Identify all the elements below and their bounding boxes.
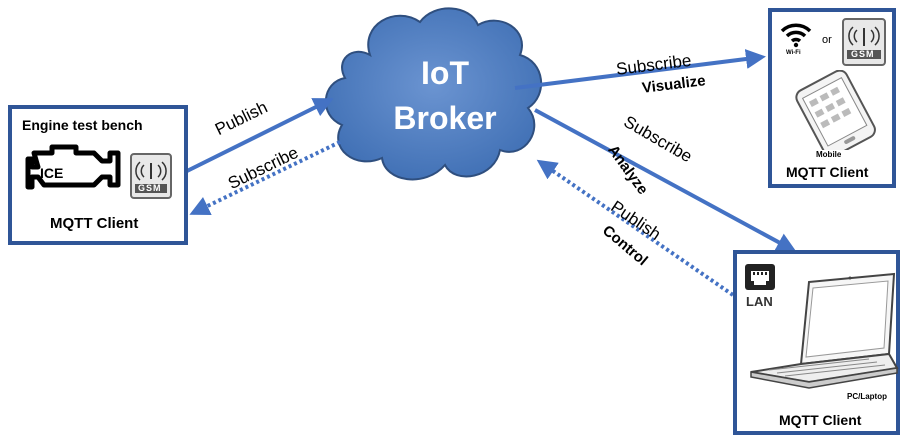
engine-client-box: Engine test bench ICE GSM MQTT Client xyxy=(8,105,188,245)
broker-title-line1: IoT xyxy=(421,55,469,91)
engine-title: Engine test bench xyxy=(22,117,143,133)
engine-icon xyxy=(25,144,121,190)
laptop-device-label: PC/Laptop xyxy=(847,392,887,401)
engine-publish-arrow xyxy=(184,98,334,174)
mobile-or-label: or xyxy=(822,34,832,46)
mobile-gsm-icon: GSM xyxy=(842,18,886,66)
laptop-client-label: MQTT Client xyxy=(779,412,862,428)
mobile-phone-icon xyxy=(795,70,876,150)
wifi-icon xyxy=(780,23,812,48)
engine-ice-label: ICE xyxy=(40,165,64,181)
laptop-subscribe-arrow xyxy=(534,108,797,252)
engine-gsm-icon: GSM xyxy=(130,153,172,199)
engine-client-label: MQTT Client xyxy=(50,215,139,232)
mobile-subscribe-arrow xyxy=(514,49,766,90)
mobile-device-label: Mobile xyxy=(816,150,842,159)
broker-cloud xyxy=(324,7,543,181)
wifi-label: Wi-Fi xyxy=(786,50,801,56)
lan-label: LAN xyxy=(746,294,773,309)
broker-title-line2: Broker xyxy=(393,100,497,136)
lan-icon xyxy=(745,264,775,290)
mobile-client-box: Wi-Fi or GSM Mobile xyxy=(768,8,896,188)
laptop-client-box: LAN PC/Laptop MQTT Client xyxy=(733,250,900,435)
laptop-icon xyxy=(750,272,899,389)
mobile-client-label: MQTT Client xyxy=(786,164,869,180)
